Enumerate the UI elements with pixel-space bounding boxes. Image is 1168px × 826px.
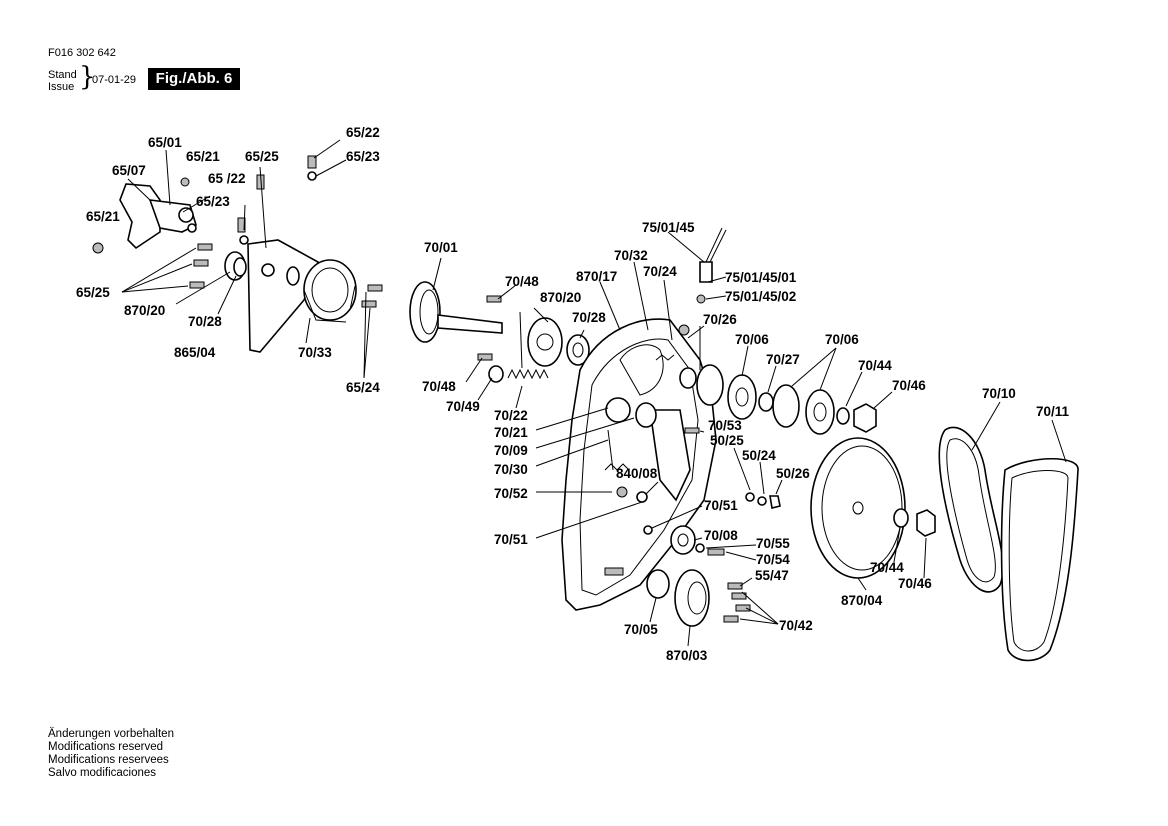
part-label: 70/52 [494,486,528,501]
part-label: 65/25 [76,285,110,300]
part-label: 70/01 [424,240,458,255]
part-label: 870/04 [841,593,883,608]
part-label: 70/51 [704,498,738,513]
stand-issue-label: Stand Issue [48,69,77,93]
part-label: 70/06 [735,332,769,347]
part-label: 70/54 [756,552,790,567]
part-labels: 65/01 65/21 65/25 65/22 65/23 65/07 65 /… [76,125,1070,663]
part-label: 70/44 [870,560,904,575]
figure-badge: Fig./Abb. 6 [148,68,240,90]
part-label: 65 /22 [208,171,246,186]
part-label: 55/47 [755,568,789,583]
part-label: 65/23 [196,194,230,209]
stand-label: Stand [48,69,77,81]
part-label: 75/01/45 [642,220,695,235]
part-label: 70/09 [494,443,528,458]
part-label: 70/05 [624,622,658,637]
part-label: 70/42 [779,618,813,633]
part-label: 870/03 [666,648,708,663]
part-label: 70/28 [572,310,606,325]
part-label: 65/01 [148,135,182,150]
issue-date: 07-01-29 [92,74,137,86]
note-fr: Modifications reservees [48,754,169,766]
part-label: 70/55 [756,536,790,551]
note-en: Modifications reserved [48,741,164,753]
part-label: 65/25 [245,149,279,164]
part-label: 65/22 [346,125,380,140]
part-label: 70/21 [494,425,528,440]
note-es: Salvo modificaciones [48,767,157,779]
part-label: 70/32 [614,248,648,263]
part-label: 65/07 [112,163,146,178]
part-label: 70/46 [898,576,932,591]
part-label: 65/24 [346,380,380,395]
brace-glyph: } [79,62,96,92]
part-label: 70/48 [422,379,456,394]
part-label: 70/11 [1036,404,1070,419]
part-label: 70/46 [892,378,926,393]
part-label: 65/23 [346,149,380,164]
leader-lines [121,139,1067,647]
part-label: 870/17 [576,269,617,284]
modifications-notice: Änderungen vorbehalten Modifications res… [48,728,174,780]
part-label: 870/20 [124,303,165,318]
note-de: Änderungen vorbehalten [48,728,174,740]
part-label: 70/48 [505,274,539,289]
part-label: 840/08 [616,466,658,481]
part-label: 870/20 [540,290,581,305]
part-label: 75/01/45/01 [725,270,797,285]
part-label: 75/01/45/02 [725,289,796,304]
issue-label: Issue [48,81,75,93]
part-label: 70/44 [858,358,892,373]
part-label: 865/04 [174,345,216,360]
part-label: 70/49 [446,399,480,414]
part-label: 65/21 [86,209,120,224]
part-label: 70/24 [643,264,677,279]
document-code: F016 302 642 [48,47,116,59]
part-label: 70/08 [704,528,738,543]
part-label: 70/53 [708,418,742,433]
part-label: 70/33 [298,345,332,360]
part-label: 70/30 [494,462,528,477]
part-label: 50/24 [742,448,776,463]
part-label: 70/10 [982,386,1016,401]
part-label: 50/26 [776,466,810,481]
part-label: 70/26 [703,312,737,327]
part-label: 65/21 [186,149,220,164]
part-label: 50/25 [710,433,744,448]
part-label: 70/51 [494,532,528,547]
part-label: 70/22 [494,408,528,423]
part-label: 70/06 [825,332,859,347]
part-label: 70/27 [766,352,800,367]
part-label: 70/28 [188,314,222,329]
drive-housing-assembly [409,227,877,627]
pulley-and-belts [810,426,1079,662]
